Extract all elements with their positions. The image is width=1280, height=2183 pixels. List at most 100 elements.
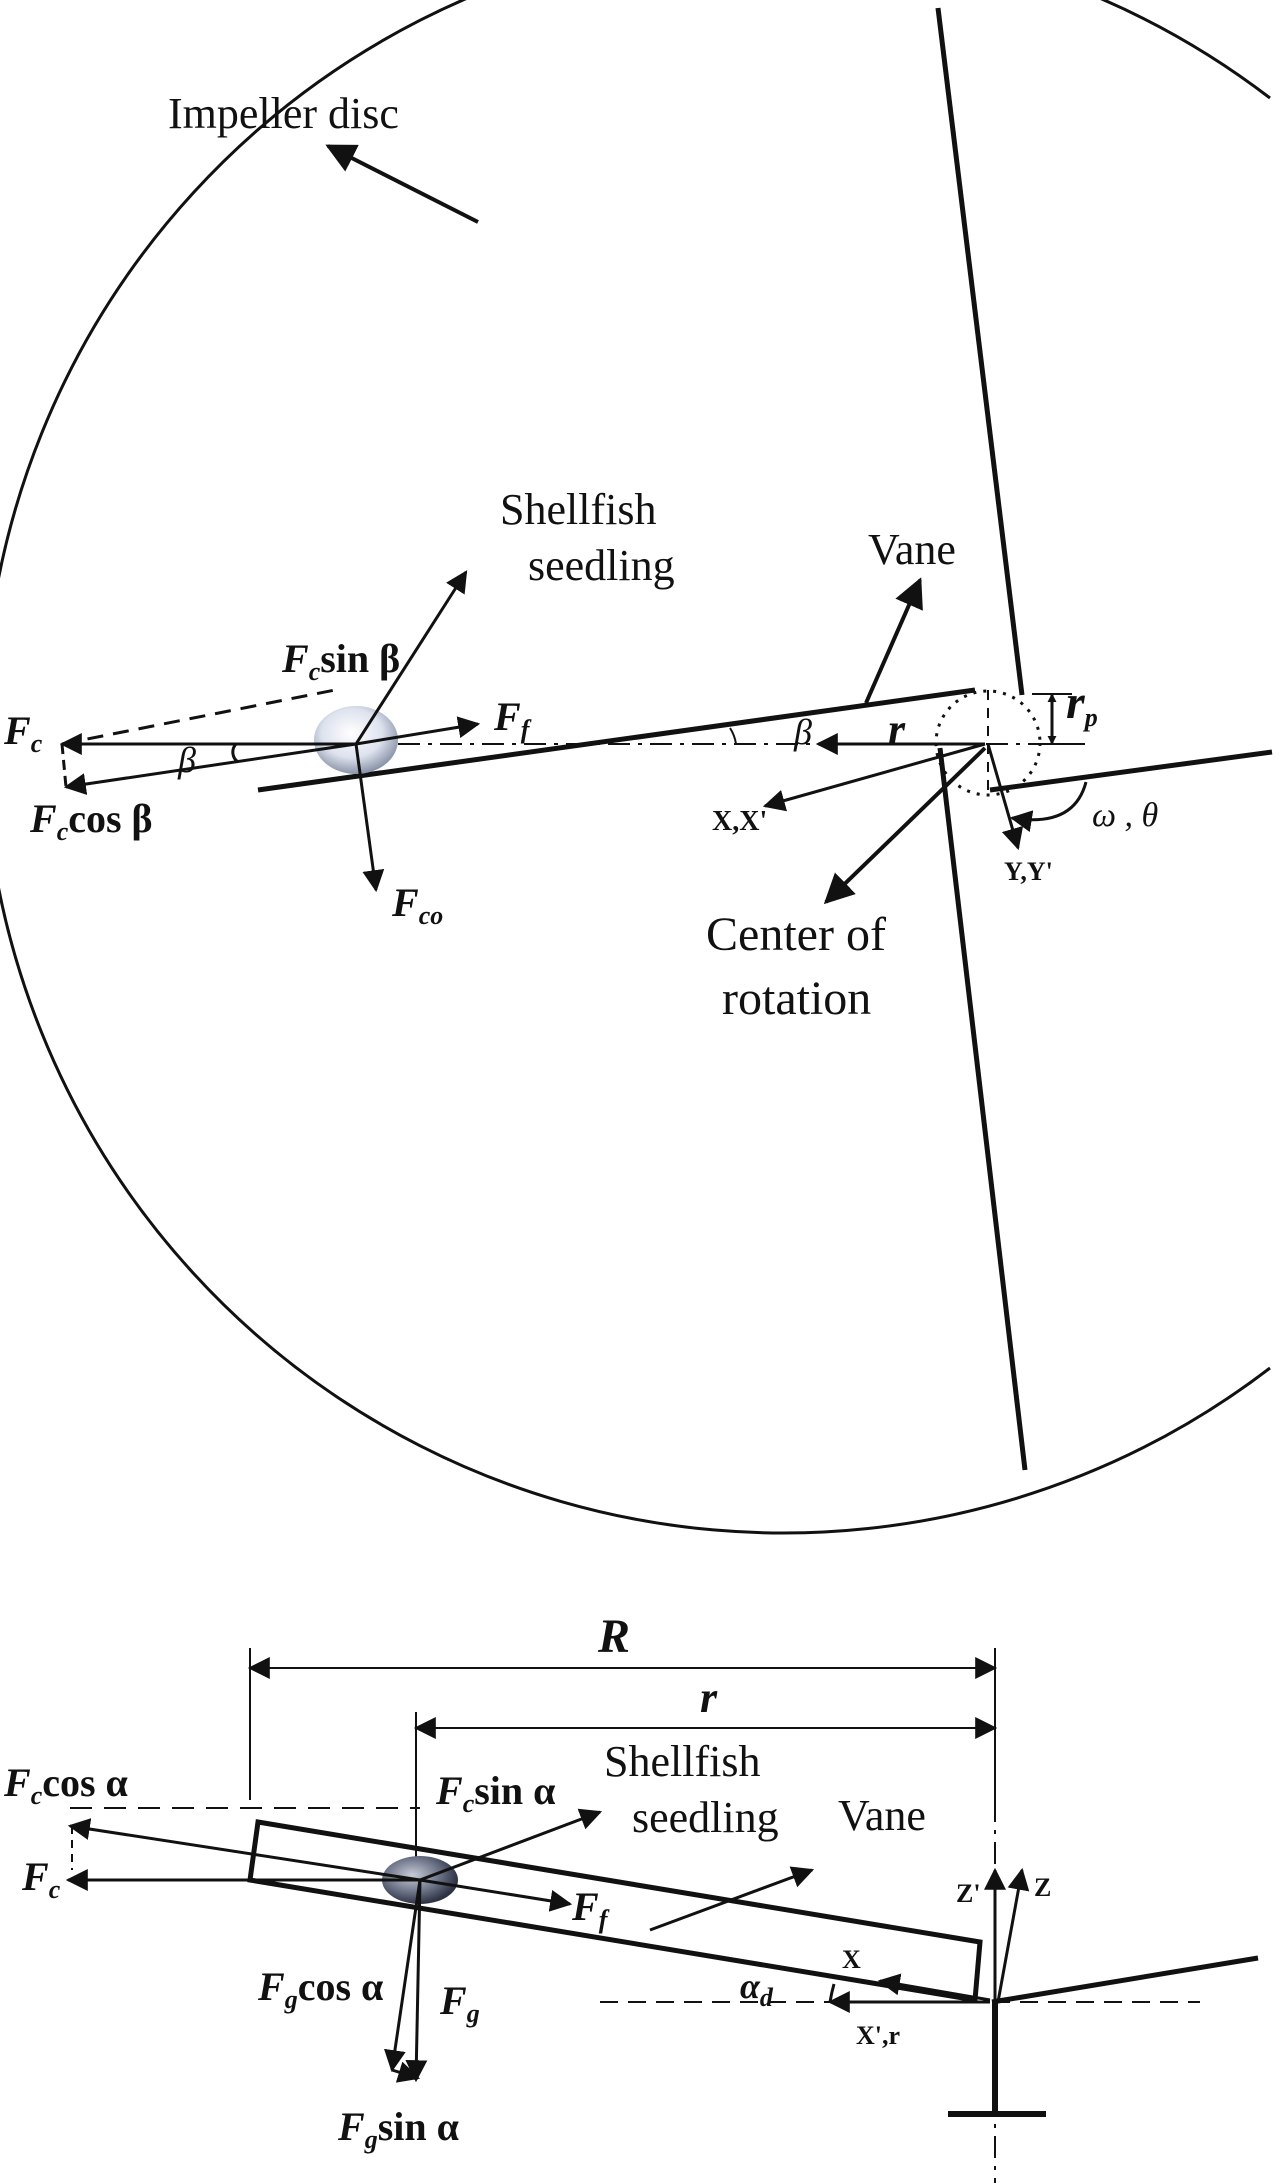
ff-sub: f	[521, 715, 532, 744]
ff-arrow-bottom	[419, 1878, 573, 1912]
vane-arrow-bottom	[649, 1866, 815, 1932]
rp-sub: p	[1083, 703, 1098, 732]
alpha-label: αd	[740, 1966, 774, 2012]
fccos-sub: c	[57, 817, 69, 846]
shellfish-label-line1: Shellfish	[500, 485, 656, 534]
zp-label: Z'	[956, 1879, 981, 1908]
center-rotation-arrow	[823, 746, 987, 905]
vane-arrow	[864, 577, 923, 704]
fccos-dashed	[60, 743, 68, 788]
alpha-main: α	[740, 1966, 761, 2006]
fg-sub: g	[466, 1999, 480, 2028]
rp-label: rp	[1066, 676, 1098, 732]
fgsin-rest: sin α	[378, 2104, 459, 2149]
vane-bottom	[937, 747, 1028, 1471]
fgcos-sub: g	[284, 1985, 298, 2014]
fccos-b-sub: c	[31, 1781, 43, 1810]
r-label: r	[888, 705, 906, 754]
vane-label-bottom: Vane	[838, 1791, 926, 1840]
center-label-line2: rotation	[722, 972, 871, 1025]
vane-left	[257, 687, 976, 793]
xr-label-bottom: X',r	[856, 2021, 900, 2050]
fcsin-rest: sin β	[320, 636, 400, 681]
fccos-main: F	[29, 796, 57, 841]
bottom-diagram: R r Shellfish seedling Vane Fccos α Fcsi…	[3, 1610, 1259, 2183]
ff-main: F	[493, 694, 521, 739]
shellfish-bottom-line1: Shellfish	[604, 1737, 760, 1786]
beta-arc-right	[729, 727, 737, 745]
fgsin-main: F	[337, 2104, 365, 2149]
fccos-rest: cos β	[68, 796, 152, 841]
z-label: Z	[1034, 1873, 1051, 1902]
fgsin-sub: g	[364, 2125, 378, 2154]
fgcos-label-bottom: Fgcos α	[257, 1964, 383, 2014]
shellfish-bottom-line2: seedling	[632, 1793, 779, 1842]
fccos-label: Fccos β	[29, 796, 153, 846]
fco-sub: co	[419, 901, 444, 930]
R-label: R	[597, 1610, 630, 1663]
fcsin-b-rest: sin α	[474, 1768, 555, 1813]
fco-arrow	[354, 743, 385, 893]
rp-main: r	[1066, 676, 1086, 729]
alpha-sub: d	[760, 1983, 774, 2012]
ff-label-bottom: Ff	[571, 1884, 610, 1934]
fc-label-bottom: Fc	[21, 1854, 61, 1904]
fgsin-arrow-bottom	[391, 2061, 421, 2083]
ff-label: Ff	[493, 694, 532, 744]
vane-plate	[247, 1819, 983, 2003]
fcsin-arrow	[354, 570, 468, 745]
fccos-arrow	[63, 742, 357, 795]
fgcos-rest: cos α	[298, 1964, 384, 2009]
beta-arc-left	[231, 742, 239, 764]
top-diagram: Impeller disc Shellfish seedling Vane Ce…	[0, 0, 1273, 1535]
fgsin-label-bottom: Fgsin α	[337, 2104, 459, 2154]
vane-right-bottom	[991, 1955, 1259, 2005]
center-label-line1: Center of	[706, 908, 886, 961]
alpha-arc	[828, 1983, 836, 2003]
fc-label: Fc	[3, 708, 43, 758]
yy-label: Y,Y'	[1004, 857, 1053, 886]
fc-sub: c	[31, 729, 43, 758]
fg-label-bottom: Fg	[439, 1978, 480, 2028]
r-label-bottom: r	[700, 1673, 718, 1722]
impeller-disc-arrow	[325, 144, 479, 224]
beta-right-label: β	[793, 712, 812, 752]
xx-label: X,X'	[712, 806, 767, 837]
impeller-disc-arc	[0, 0, 1271, 1535]
shellfish-label-line2: seedling	[528, 541, 675, 590]
fg-arrow-bottom	[405, 1879, 428, 2083]
ff-b-sub: f	[599, 1905, 610, 1934]
shellfish-seedling-top	[314, 706, 398, 774]
ff-b-main: F	[571, 1884, 599, 1929]
fcsin-arrow-bottom	[419, 1808, 603, 1882]
y-axis-arrow	[986, 743, 1024, 851]
fc-b-main: F	[21, 1854, 49, 1899]
fcsin-label-bottom: Fcsin α	[435, 1768, 555, 1818]
fcsin-sub: c	[309, 657, 321, 686]
fccos-b-rest: cos α	[42, 1760, 128, 1805]
fcsin-dashed	[61, 687, 341, 746]
fccos-arrow-bottom	[67, 1818, 421, 1882]
z-axis	[996, 1867, 1030, 2003]
fcsin-label: Fcsin β	[281, 636, 400, 686]
vane-right	[989, 749, 1273, 793]
fcsin-b-sub: c	[463, 1789, 475, 1818]
fc-main: F	[3, 708, 31, 753]
fccos-b-main: F	[3, 1760, 31, 1805]
fcsin-b-main: F	[435, 1768, 463, 1813]
fccos-label-bottom: Fccos α	[3, 1760, 128, 1810]
x-label-bottom: X	[842, 1945, 861, 1974]
fc-b-sub: c	[49, 1875, 61, 1904]
fg-main: F	[439, 1978, 467, 2023]
x-axis-arrow	[762, 742, 986, 812]
beta-left-label: β	[177, 740, 196, 780]
omega-theta-label: ω , θ	[1092, 797, 1158, 834]
vane-top	[935, 7, 1025, 696]
fgcos-main: F	[257, 1964, 285, 2009]
omega-arrow	[1009, 781, 1088, 833]
fcsin-main: F	[281, 636, 309, 681]
fco-main: F	[391, 880, 419, 925]
impeller-disc-label: Impeller disc	[168, 89, 399, 138]
